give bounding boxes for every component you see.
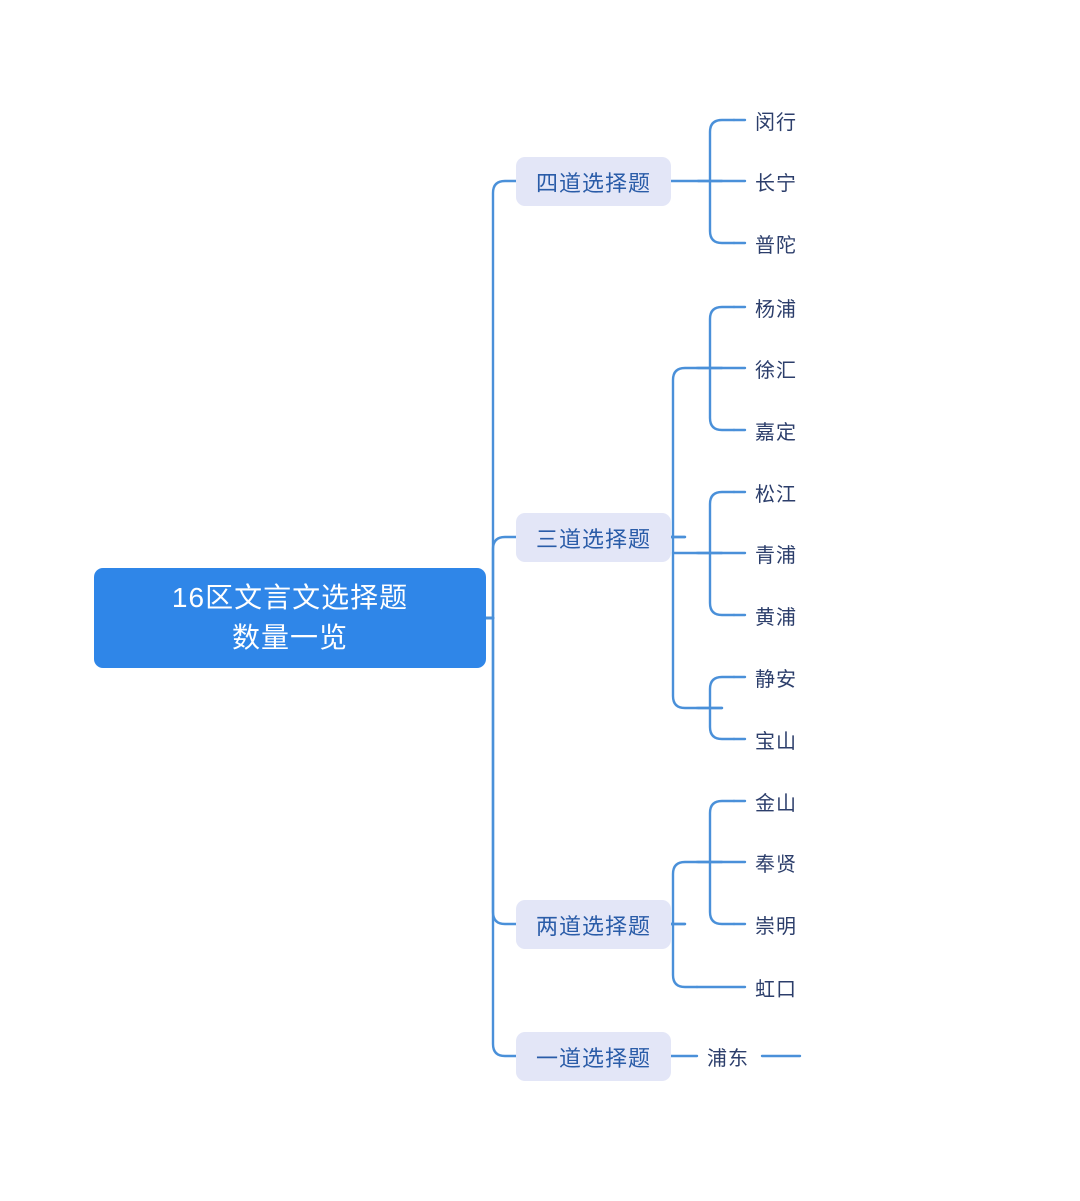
branch-label-four: 四道选择题 (535, 170, 651, 196)
leaf-node-songjiang[interactable]: 松江 (755, 477, 797, 507)
leaf-label-putuo: 普陀 (755, 234, 797, 257)
leaf-node-baoshan[interactable]: 宝山 (755, 724, 797, 754)
leaf-label-xuhui: 徐汇 (755, 359, 797, 382)
leaf-node-yangpu[interactable]: 杨浦 (755, 292, 797, 322)
branch-label-one: 一道选择题 (535, 1045, 651, 1071)
branch-label-two: 两道选择题 (535, 913, 651, 939)
leaf-label-jinshan: 金山 (755, 792, 797, 815)
leaf-node-fengxian[interactable]: 奉贤 (755, 847, 797, 877)
root-title-line-1: 16区文言文选择题 (171, 582, 409, 613)
branch-label-three: 三道选择题 (535, 526, 651, 552)
leaf-label-jingan: 静安 (755, 668, 797, 691)
leaf-node-xuhui[interactable]: 徐汇 (755, 353, 797, 383)
leaf-node-minhang[interactable]: 闵行 (755, 105, 797, 135)
leaf-node-huangpu[interactable]: 黄浦 (755, 600, 797, 630)
leaf-node-jinshan[interactable]: 金山 (755, 786, 797, 816)
link-three-g2-bracket (708, 490, 736, 617)
leaf-label-changning: 长宁 (755, 172, 797, 195)
leaf-label-jiading: 嘉定 (755, 421, 797, 444)
leaf-label-minhang: 闵行 (755, 111, 797, 134)
leaf-node-pudong[interactable]: 浦东 (707, 1041, 749, 1071)
branch-node-four[interactable]: 四道选择题 (516, 157, 671, 206)
leaf-node-jingan[interactable]: 静安 (755, 662, 797, 692)
leaf-label-songjiang: 松江 (755, 483, 797, 506)
leaf-label-qingpu: 青浦 (755, 544, 797, 567)
leaf-node-changning[interactable]: 长宁 (755, 166, 797, 196)
link-three-g1-bracket (708, 305, 736, 432)
link-two-outer-bracket (671, 860, 699, 989)
link-three-outer-bracket (671, 366, 699, 710)
link-trunk-branch-three (491, 535, 518, 620)
link-trunk-branch-one (491, 616, 518, 1058)
branch-node-one[interactable]: 一道选择题 (516, 1032, 671, 1081)
leaf-label-hongkou: 虹口 (755, 978, 797, 1001)
leaf-node-hongkou[interactable]: 虹口 (755, 972, 797, 1002)
branch-node-two[interactable]: 两道选择题 (516, 900, 671, 949)
leaf-node-jiading[interactable]: 嘉定 (755, 415, 797, 445)
root-title-line-2: 数量一览 (231, 622, 348, 653)
leaf-label-pudong: 浦东 (707, 1047, 749, 1070)
leaf-label-fengxian: 奉贤 (755, 853, 797, 876)
leaf-label-chongming: 崇明 (755, 915, 797, 938)
link-four-bracket (708, 118, 736, 245)
leaf-label-baoshan: 宝山 (755, 730, 797, 753)
link-trunk-branch-four (491, 179, 518, 620)
link-trunk-branch-two (491, 616, 518, 926)
leaf-label-yangpu: 杨浦 (755, 298, 797, 321)
root-node[interactable]: 16区文言文选择题 数量一览 (94, 568, 486, 668)
leaf-node-qingpu[interactable]: 青浦 (755, 538, 797, 568)
link-two-g1-bracket (708, 799, 736, 926)
leaf-node-chongming[interactable]: 崇明 (755, 909, 797, 939)
leaf-node-putuo[interactable]: 普陀 (755, 228, 797, 258)
link-three-g3-bracket (708, 675, 736, 741)
branch-node-three[interactable]: 三道选择题 (516, 513, 671, 562)
leaf-label-huangpu: 黄浦 (755, 606, 797, 629)
